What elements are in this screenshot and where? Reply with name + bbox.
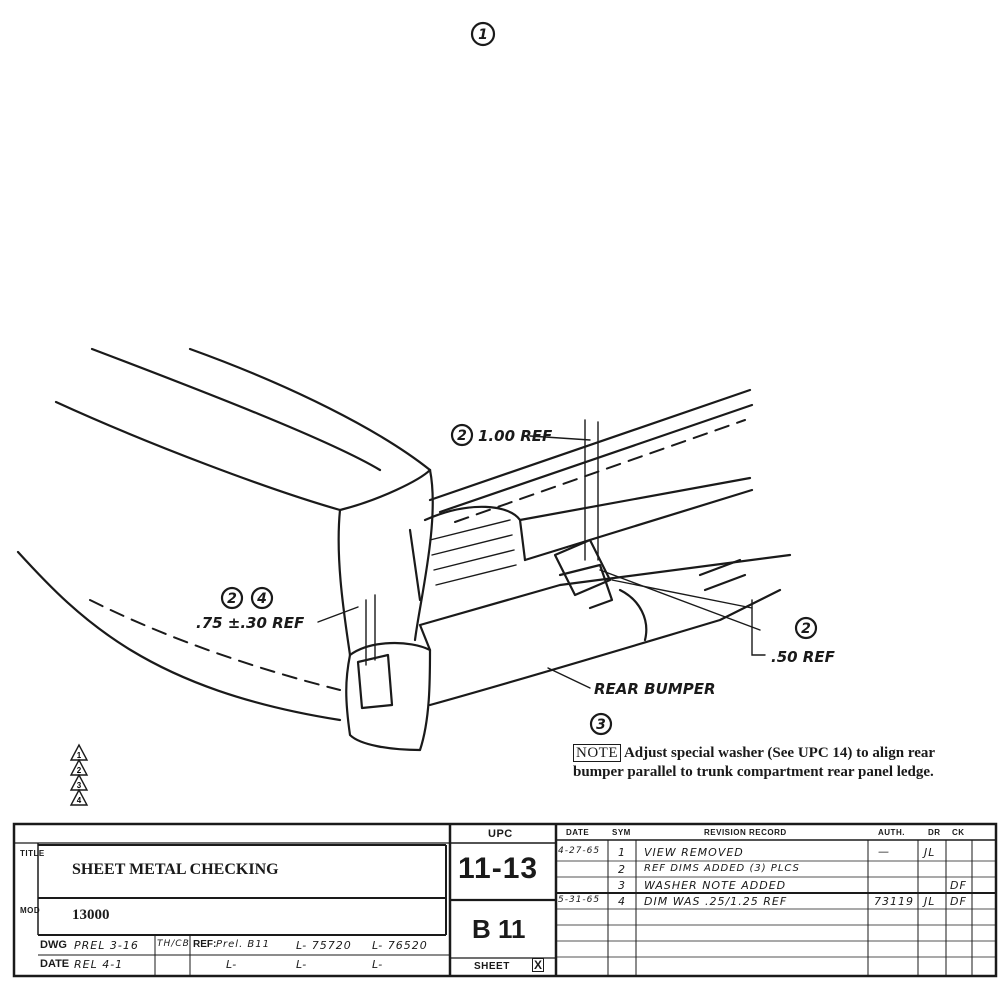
mod-number: 13000 (72, 907, 110, 923)
rev-4-auth: 73119 (874, 895, 914, 908)
rev-1-auth: — (878, 845, 890, 858)
dim-top-text: 1.00 REF (478, 427, 553, 445)
prel-date: PREL 3-16 (74, 939, 139, 952)
rev-2-record: REF DIMS ADDED (3) PLCS (644, 863, 800, 874)
rev-header-sym: SYM (612, 828, 631, 837)
drafter-initials: TH/CB (157, 939, 190, 949)
rev-header-ck: CK (952, 828, 965, 837)
revision-triangle: 1 (69, 743, 89, 761)
rel-date: REL 4-1 (74, 958, 124, 971)
dim-left-text: .75 ±.30 REF (196, 614, 305, 632)
rev-4-record: DIM WAS .25/1.25 REF (644, 895, 788, 908)
rev-1-record: VIEW REMOVED (644, 846, 744, 859)
dim-top-circle: 2 (457, 428, 467, 444)
rev-1-date: 4-27-65 (558, 846, 601, 856)
title-block-frame (12, 822, 998, 978)
rev-header-date: DATE (566, 828, 590, 837)
sheet-number-callout: 1 (470, 21, 496, 47)
ref-label: REF: (193, 939, 217, 950)
rev-header-dr: DR (928, 828, 941, 837)
note-text: Adjust special washer (See UPC 14) to al… (573, 745, 935, 780)
revision-triangles: 1 2 3 4 (69, 743, 89, 806)
dim-right-circle: 2 (801, 621, 811, 637)
sheet-mark: X (532, 958, 545, 972)
date-label: DATE (40, 958, 70, 970)
l-ref-5: L- (372, 958, 384, 971)
upc-header: UPC (488, 828, 513, 840)
dim-top-callout: 2 1.00 REF (450, 423, 553, 447)
rev-1-dr: JL (924, 846, 936, 859)
svg-text:1: 1 (77, 751, 82, 760)
sheet-label: SHEET (474, 961, 510, 972)
drawing-title: SHEET METAL CHECKING (72, 861, 279, 878)
revision-triangle: 4 (69, 788, 89, 806)
svg-text:4: 4 (77, 796, 82, 805)
dim-left-callout: 2 4 .75 ±.30 REF (196, 586, 305, 632)
l-ref-1: L- 75720 (296, 939, 352, 952)
ref-prel: Prel. B11 (216, 939, 271, 950)
note-circle-number: 3 (596, 717, 606, 733)
washer-note: NOTE Adjust special washer (See UPC 14) … (573, 744, 973, 782)
dim-left-circle-b: 4 (256, 591, 267, 607)
l-ref-3: L- (226, 958, 238, 971)
svg-text:2: 2 (77, 766, 82, 775)
car-body-lines (16, 347, 792, 752)
upc-number: 11-13 (458, 852, 539, 885)
rev-3-record: WASHER NOTE ADDED (644, 879, 787, 892)
l-ref-2: L- 76520 (372, 939, 428, 952)
revision-triangle: 3 (69, 773, 89, 791)
rev-3-ck: DF (950, 879, 967, 892)
dim-right-callout: 2 .50 REF (771, 616, 836, 666)
rev-4-dr: JL (924, 895, 936, 908)
mod-label: MOD (20, 906, 41, 915)
l-ref-4: L- (296, 958, 308, 971)
revision-triangle: 2 (69, 758, 89, 776)
rev-header-auth: AUTH. (878, 828, 905, 837)
dim-left-circle-a: 2 (227, 591, 237, 607)
rev-4-sym: 4 (618, 895, 626, 908)
dwg-label: DWG (40, 939, 67, 951)
sheet-code: B 11 (472, 914, 526, 944)
rev-1-sym: 1 (618, 846, 626, 859)
rev-2-sym: 2 (618, 863, 626, 876)
rev-3-sym: 3 (618, 879, 626, 892)
note-tag: NOTE (573, 744, 621, 762)
sheet-number: 1 (478, 27, 488, 43)
note-circle-callout: 3 (589, 712, 613, 736)
svg-text:3: 3 (77, 781, 82, 790)
rev-4-date: 5-31-65 (558, 895, 601, 905)
rear-bumper-label: REAR BUMPER (594, 680, 716, 698)
rev-4-ck: DF (950, 895, 967, 908)
rev-header-record: REVISION RECORD (704, 828, 787, 837)
dim-right-text: .50 REF (771, 648, 836, 666)
title-label: TITLE (20, 849, 45, 858)
